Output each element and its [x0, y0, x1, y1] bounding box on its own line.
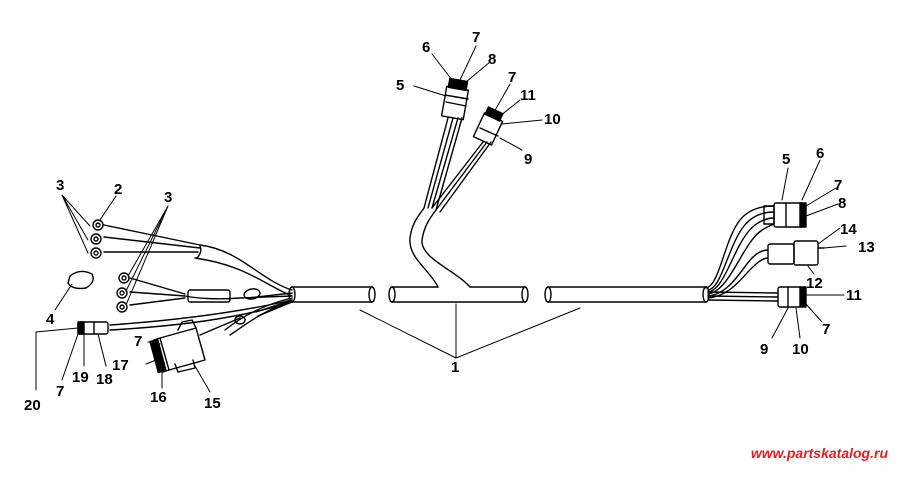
callout-6-top: 6: [422, 39, 430, 56]
small-connector-left: [77, 321, 109, 335]
callout-19: 19: [72, 369, 89, 386]
callout-13: 13: [858, 239, 875, 256]
callout-8-right: 8: [838, 195, 846, 212]
callout-10-right: 10: [792, 341, 809, 358]
right-connector-top: [763, 202, 807, 228]
main-trunk: [288, 286, 710, 303]
upper-branch: [409, 117, 492, 288]
callout-6-right: 6: [816, 145, 824, 162]
callout-9-right: 9: [760, 341, 768, 358]
callout-16: 16: [150, 389, 167, 406]
callout-11-right: 11: [846, 287, 862, 304]
large-connector-left: [149, 319, 206, 374]
callout-17: 17: [112, 357, 129, 374]
callout-2: 2: [114, 181, 122, 198]
callout-7-left: 7: [56, 383, 64, 400]
callout-7-right-bottom: 7: [822, 321, 830, 338]
callout-numbers: 3 2 3 4 20 7 19 18 17 7 16 15 1 6 7 8 5 …: [24, 29, 875, 414]
callout-11-top: 11: [520, 87, 536, 104]
callout-12: 12: [806, 275, 823, 292]
callout-3-upper: 3: [56, 177, 64, 194]
part-4-cap: [67, 270, 94, 290]
callout-7-top-a: 7: [472, 29, 480, 46]
callout-20: 20: [24, 397, 41, 414]
callout-8-top: 8: [488, 51, 496, 68]
callout-3-middle: 3: [164, 189, 172, 206]
callout-1: 1: [451, 359, 459, 376]
callout-7-connector: 7: [134, 333, 142, 350]
callout-9-top: 9: [524, 151, 532, 168]
right-connector-bottom: [777, 286, 807, 308]
ring-terminals-lower: [116, 272, 130, 313]
callout-15: 15: [204, 395, 221, 412]
callout-18: 18: [96, 371, 113, 388]
callout-7-right-top: 7: [834, 177, 842, 194]
callout-7-top-b: 7: [508, 69, 516, 86]
callout-5-right: 5: [782, 151, 790, 168]
harness-drawing: [35, 45, 847, 393]
right-bundle: [705, 205, 779, 302]
callout-14: 14: [840, 221, 857, 238]
ring-terminals-upper: [90, 219, 104, 259]
right-connector-middle: [767, 240, 825, 266]
top-connector-b: [472, 106, 504, 146]
callout-5-top: 5: [396, 77, 404, 94]
callout-4: 4: [46, 311, 55, 328]
leader-lines: [35, 45, 847, 393]
watermark-text: www.partskatalog.ru: [751, 445, 889, 461]
top-connector-a: [440, 77, 470, 121]
callout-10-top: 10: [544, 111, 561, 128]
left-bundle: [103, 224, 293, 336]
